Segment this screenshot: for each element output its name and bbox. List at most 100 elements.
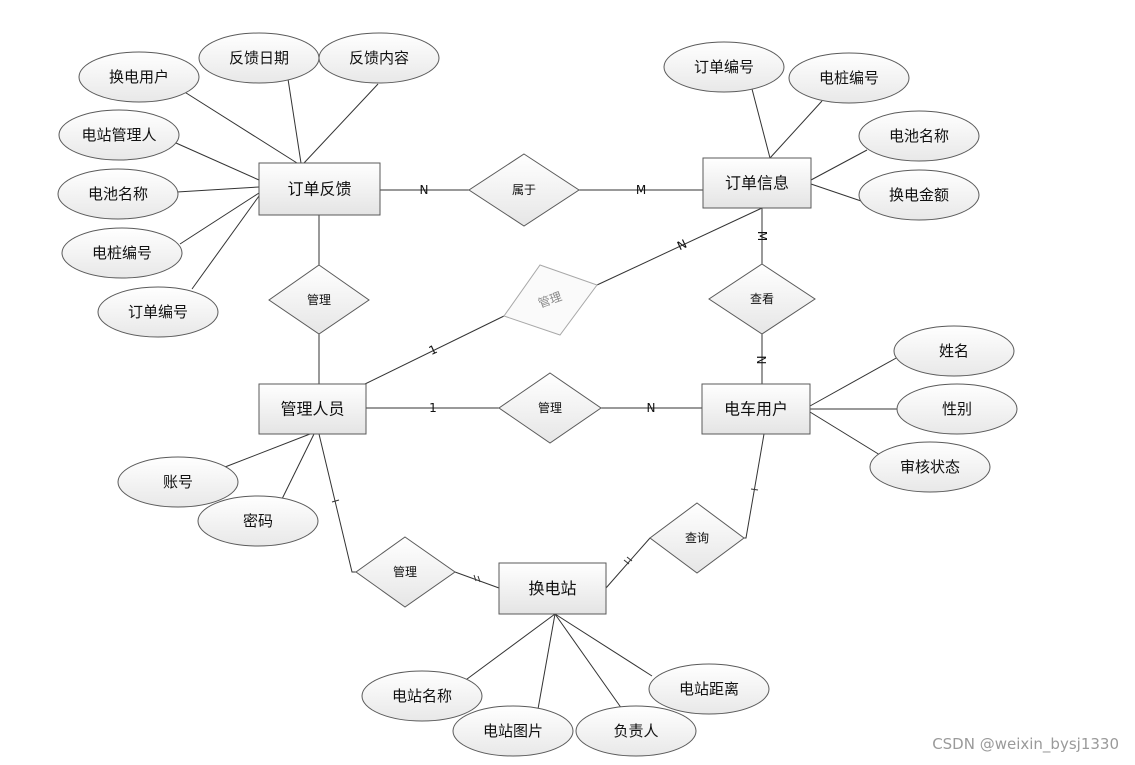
attribute-order-amount-shape	[858, 169, 980, 221]
attribute-station-name-label: 电站名称	[392, 687, 452, 705]
attribute-feedback-order[interactable]: 订单编号	[97, 286, 219, 338]
attribute-station-name[interactable]: 电站名称	[361, 670, 483, 722]
edge-feedback-attr-date	[287, 78, 302, 164]
relationship-view-diamond	[708, 263, 816, 335]
relationship-manage-users-label: 管理	[538, 400, 562, 415]
attribute-admin-account[interactable]: 账号	[117, 456, 239, 508]
entity-admin-box	[258, 383, 367, 435]
entity-order-feedback-box	[258, 162, 381, 216]
attribute-station-image[interactable]: 电站图片	[452, 705, 574, 757]
attribute-station-distance[interactable]: 电站距离	[648, 663, 770, 715]
attribute-station-owner-shape	[575, 705, 697, 757]
attribute-order-no[interactable]: 订单编号	[663, 41, 785, 93]
edge-manage-faded-admin	[364, 315, 505, 385]
attribute-user-gender[interactable]: 性别	[896, 383, 1018, 435]
attribute-feedback-date[interactable]: 反馈日期	[198, 32, 320, 84]
attribute-user-name[interactable]: 姓名	[893, 325, 1015, 377]
edge-order-attr-no	[751, 88, 771, 159]
attribute-feedback-battery[interactable]: 电池名称	[57, 168, 179, 220]
attribute-user-status[interactable]: 审核状态	[869, 441, 991, 493]
entity-order-info[interactable]: 订单信息	[702, 157, 812, 209]
attribute-feedback-user-label: 换电用户	[109, 68, 169, 86]
relationship-manage-station[interactable]: 管理	[355, 536, 456, 608]
attribute-order-battery-label: 电池名称	[889, 127, 949, 145]
edge-admin-attr-password	[281, 433, 315, 500]
relationship-manage-feedback-label: 管理	[307, 292, 331, 307]
attribute-feedback-content-shape	[318, 32, 440, 84]
relationship-view[interactable]: 查看	[708, 263, 816, 335]
relationship-manage-orders-diamond	[503, 264, 598, 336]
attribute-station-image-label: 电站图片	[483, 722, 543, 740]
cardinality-view-user: N	[754, 356, 768, 365]
edge-station-attr-distance	[554, 613, 653, 677]
attribute-admin-account-label: 账号	[163, 473, 193, 491]
relationship-manage-station-diamond	[355, 536, 456, 608]
tick-query-station-a	[623, 559, 630, 565]
attribute-admin-account-shape	[117, 456, 239, 508]
attribute-order-pile[interactable]: 电桩编号	[788, 52, 910, 104]
attribute-admin-password[interactable]: 密码	[197, 495, 319, 547]
relationship-manage-users-diamond	[498, 372, 602, 444]
tick-query-station-b	[626, 556, 633, 562]
attribute-feedback-pile-label: 电桩编号	[92, 244, 152, 262]
cardinality-manage-users-user: N	[647, 401, 656, 415]
attribute-feedback-content[interactable]: 反馈内容	[318, 32, 440, 84]
relationship-manage-users[interactable]: 管理	[498, 372, 602, 444]
tick-admin-manage	[331, 499, 340, 503]
entity-station-label: 换电站	[528, 579, 576, 598]
attribute-station-owner[interactable]: 负责人	[575, 705, 697, 757]
edge-feedback-attr-battery	[176, 186, 260, 193]
relationship-belongs-to[interactable]: 属于	[468, 153, 580, 227]
entity-order-feedback[interactable]: 订单反馈	[258, 162, 381, 216]
relationship-query-diamond	[649, 502, 745, 574]
entity-admin-label: 管理人员	[280, 400, 344, 419]
attribute-order-battery[interactable]: 电池名称	[858, 110, 980, 162]
attribute-order-amount[interactable]: 换电金额	[858, 169, 980, 221]
attribute-feedback-order-shape	[97, 286, 219, 338]
cardinality-belongs-order: M	[636, 183, 646, 197]
attribute-feedback-pile[interactable]: 电桩编号	[61, 227, 183, 279]
edge-station-attr-image	[537, 613, 556, 710]
edge-manage-station	[454, 571, 500, 589]
attribute-feedback-date-label: 反馈日期	[229, 49, 289, 67]
attribute-feedback-pile-shape	[61, 227, 183, 279]
edge-order-manage-faded	[596, 207, 763, 286]
relationship-query[interactable]: 查询	[649, 502, 745, 574]
entity-order-feedback-label: 订单反馈	[287, 180, 351, 199]
attribute-feedback-battery-shape	[57, 168, 179, 220]
cardinality-order-view: M	[755, 231, 769, 241]
edge-station-attr-owner	[554, 613, 623, 710]
attribute-order-pile-shape	[788, 52, 910, 104]
attribute-station-image-shape	[452, 705, 574, 757]
edge-feedback-attr-user	[182, 90, 298, 164]
tick-manage-station-a	[473, 574, 477, 582]
relationship-manage-feedback[interactable]: 管理	[268, 264, 370, 335]
attribute-order-pile-label: 电桩编号	[819, 69, 879, 87]
attribute-order-no-label: 订单编号	[694, 58, 754, 76]
attribute-user-status-label: 审核状态	[900, 458, 960, 476]
attribute-feedback-manager[interactable]: 电站管理人	[58, 109, 180, 161]
tick-manage-station-b	[477, 575, 481, 583]
attribute-user-gender-shape	[896, 383, 1018, 435]
relationship-view-label: 查看	[750, 292, 774, 306]
entity-ev-user[interactable]: 电车用户	[701, 383, 811, 435]
edge-feedback-attr-manager	[175, 142, 260, 181]
attribute-user-status-shape	[869, 441, 991, 493]
attribute-feedback-user[interactable]: 换电用户	[78, 51, 200, 103]
edge-user-query	[744, 433, 765, 539]
relationship-manage-orders[interactable]: 管理	[503, 264, 598, 336]
edge-user-attr-status	[809, 411, 881, 456]
cardinality-feedback-belongs: N	[420, 183, 429, 197]
edge-feedback-attr-order	[191, 195, 260, 290]
edge-user-attr-name	[809, 356, 899, 407]
tick-marks	[331, 488, 759, 583]
entity-admin[interactable]: 管理人员	[258, 383, 367, 435]
relationship-manage-station-label: 管理	[393, 564, 417, 579]
attribute-order-amount-label: 换电金额	[889, 186, 949, 204]
cardinality-manage-admin: 1	[427, 342, 440, 358]
entity-station[interactable]: 换电站	[498, 562, 607, 615]
entity-station-box	[498, 562, 607, 615]
attribute-admin-password-shape	[197, 495, 319, 547]
attribute-feedback-content-label: 反馈内容	[349, 49, 409, 67]
